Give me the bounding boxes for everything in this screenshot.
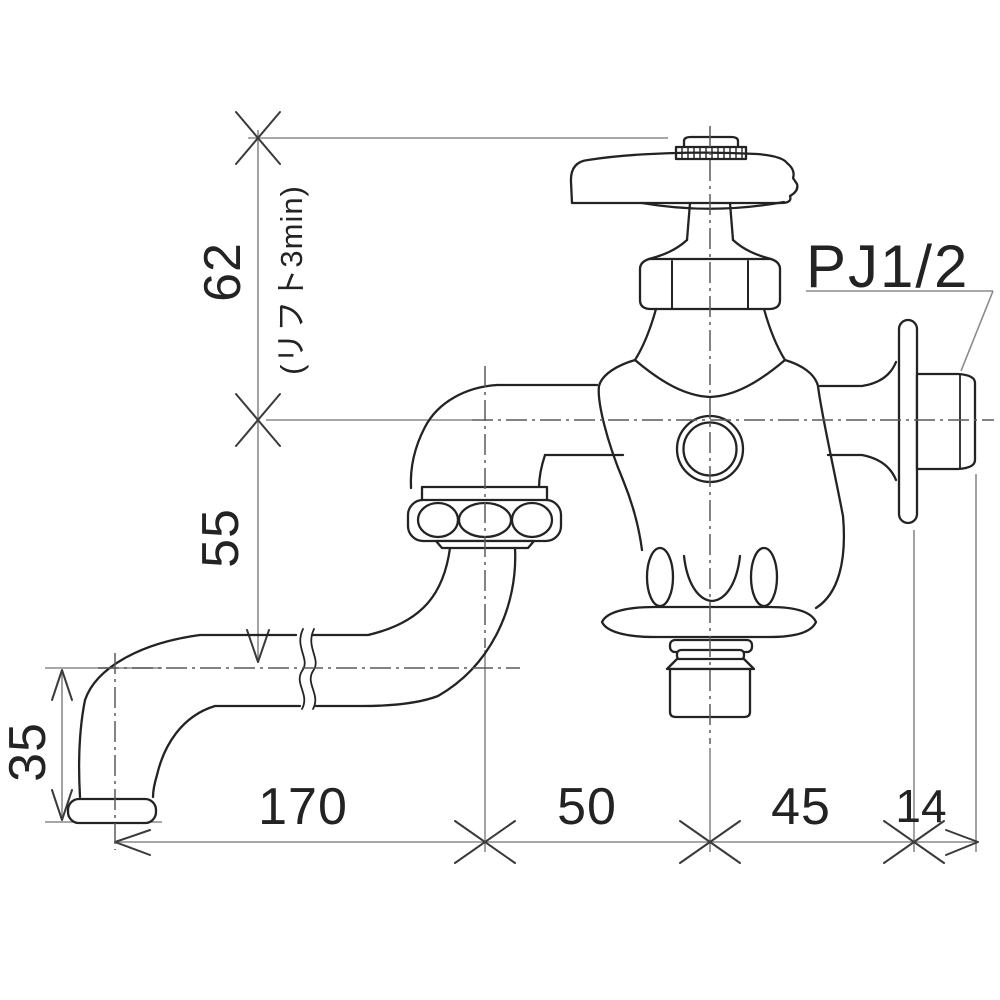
spout-arm (409, 383, 625, 490)
wall-connection (897, 318, 977, 525)
outlet-flange-disc (600, 605, 818, 639)
dim-35-label: 35 (0, 722, 57, 782)
swing-spout (66, 546, 517, 825)
spout-tip-lip (66, 797, 158, 825)
handle-underside-arc (640, 200, 786, 210)
coupling-knurl-right (510, 501, 554, 539)
centerlines (98, 126, 994, 850)
elbow-outer-edge (77, 633, 202, 799)
dim-170-label: 170 (258, 778, 348, 836)
outlet-ear-right (749, 546, 779, 608)
break-line-right (309, 628, 317, 710)
body-saddle (633, 358, 787, 399)
body-left-flank (597, 358, 644, 552)
thread-callout-label: PJ1/2 (806, 233, 969, 300)
wall-thread (915, 372, 977, 471)
tick-handle-top (235, 111, 281, 165)
tick-pivot (454, 820, 516, 864)
wall-arm (818, 360, 898, 482)
outlet-ear-left (645, 546, 675, 608)
dim-62-label: 62 (194, 242, 252, 302)
tick-body-center-left (235, 393, 281, 447)
elbow-inner-edge (151, 704, 217, 799)
handle (569, 151, 799, 210)
lift-note-label: (リフト3min) (274, 185, 309, 375)
lower-outlet (600, 546, 818, 719)
arrow-drop-top (51, 669, 73, 701)
arrow-spout-tip (114, 829, 151, 856)
callout-leader-line (960, 290, 994, 372)
dimension-labels: 62 (リフト3min) 55 35 170 50 45 14 PJ1/2 (0, 185, 969, 836)
dim-45-label: 45 (771, 778, 831, 836)
wall-flange (897, 318, 919, 525)
tick-wall-face (883, 820, 945, 864)
valve-body (597, 358, 846, 610)
dim-50-label: 50 (557, 778, 617, 836)
downpipe-right-edge (360, 546, 517, 708)
stem (685, 201, 735, 242)
downpipe-left-edge (366, 546, 452, 637)
extension-and-dimension-lines (45, 130, 994, 852)
faucet-outline (66, 135, 977, 825)
tick-body-center-bottom (679, 820, 741, 864)
body-lower-arch (682, 554, 742, 603)
outlet-nipple (668, 667, 752, 719)
coupling-knurl-left (416, 501, 460, 539)
arrow-drop-bottom (51, 789, 73, 821)
dim-55-label: 55 (192, 508, 250, 568)
handle-cap (674, 135, 748, 161)
bonnet-neck (633, 307, 787, 362)
break-line-left (298, 628, 306, 710)
body-right-flank (783, 358, 846, 610)
arrow-thread-end (945, 829, 979, 856)
dim-14-label: 14 (895, 780, 946, 832)
